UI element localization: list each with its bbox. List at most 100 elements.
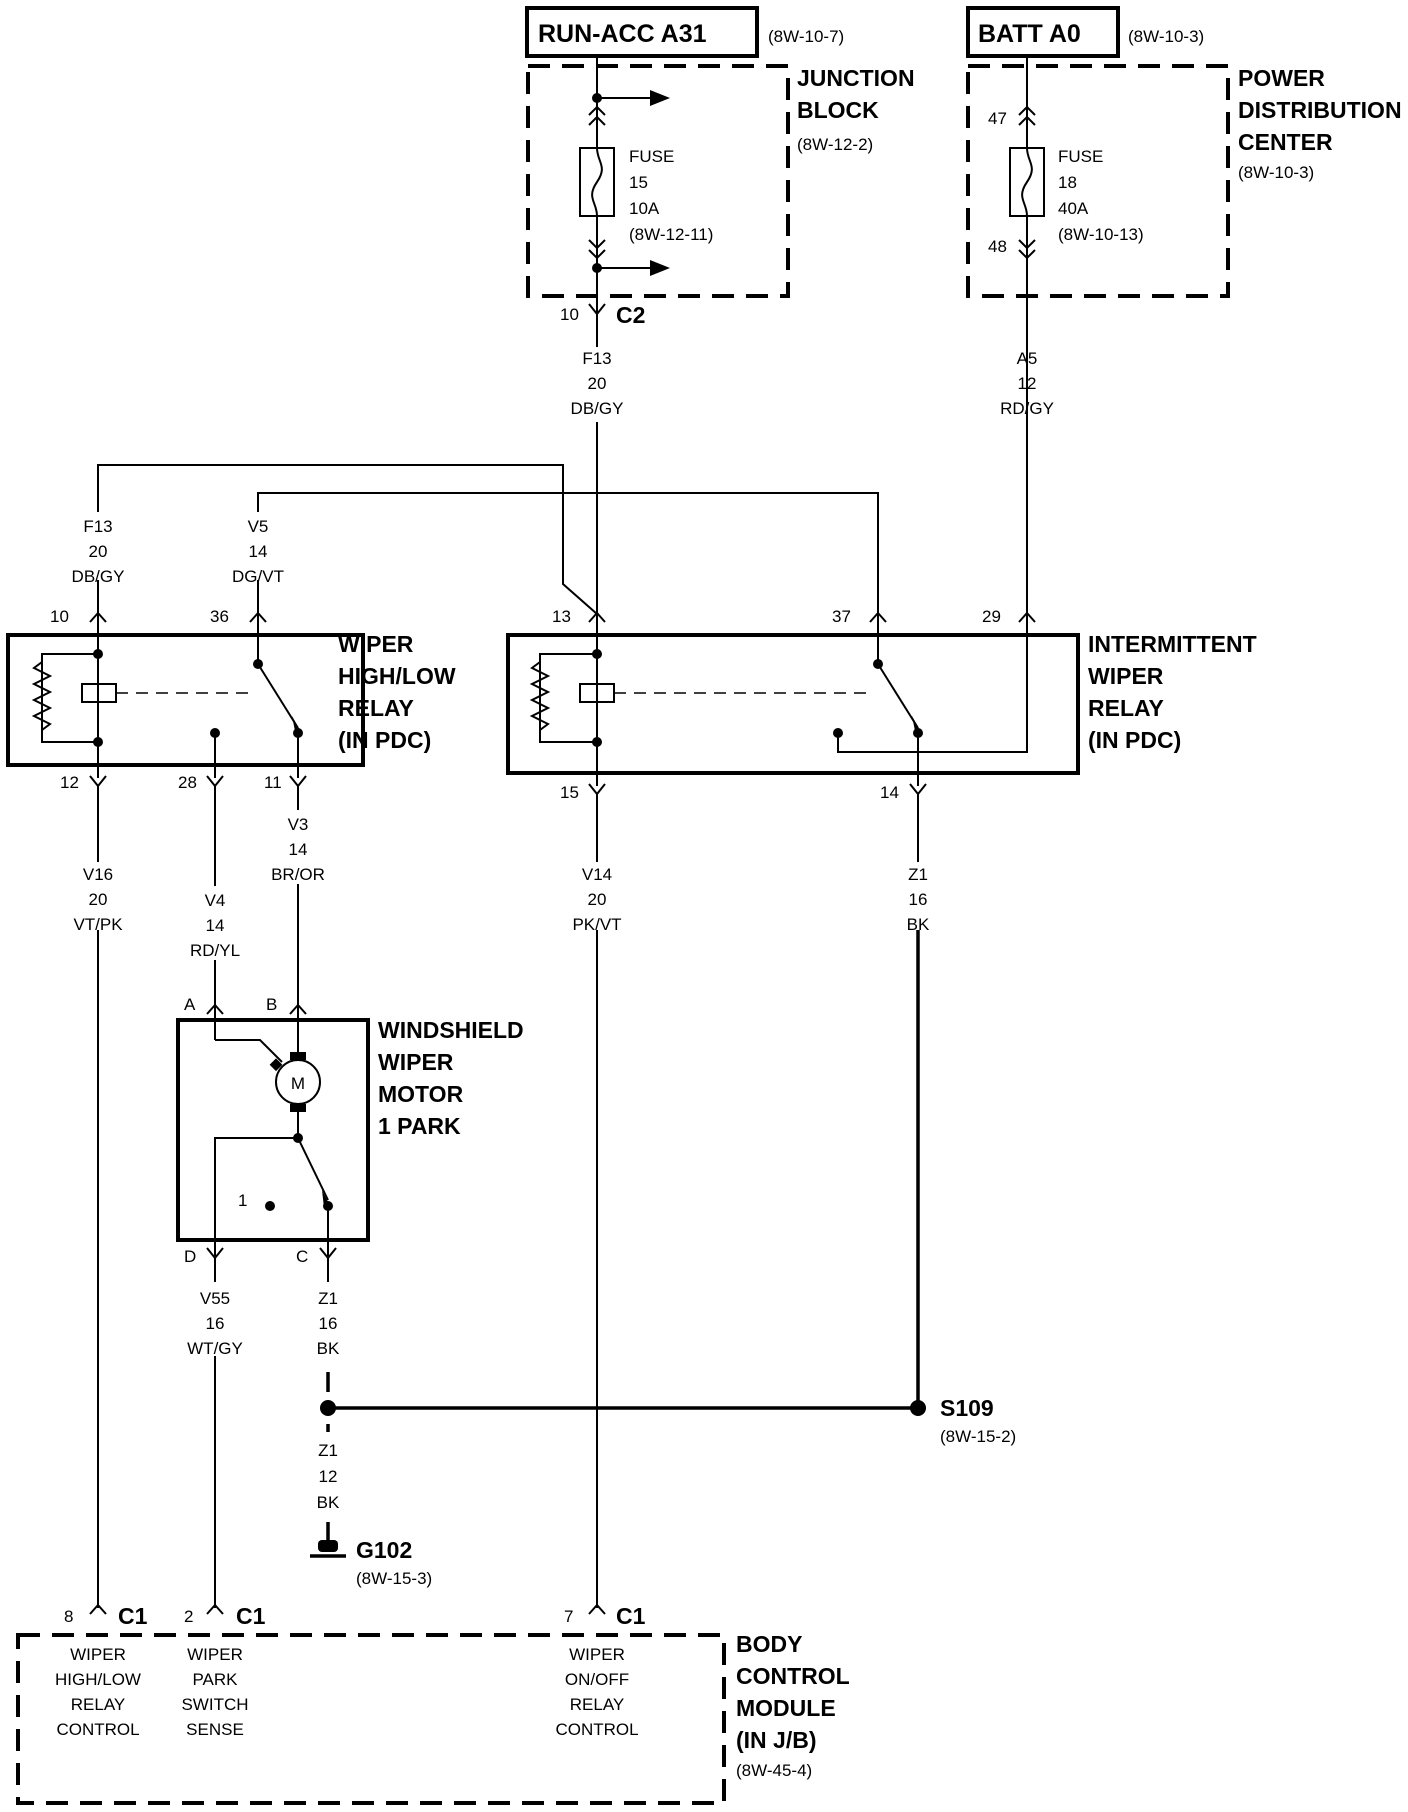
int-relay-title-4: (IN PDC) (1088, 727, 1181, 753)
fuse18-label: FUSE (1058, 147, 1103, 166)
fuse15-connector-bottom-icon (588, 239, 606, 260)
bcm-title-1: BODY (736, 1631, 802, 1657)
int-relay-title-1: INTERMITTENT (1088, 631, 1257, 657)
motor-park-1-node (265, 1201, 275, 1211)
int-relay-title-3: RELAY (1088, 695, 1164, 721)
wire-a5-color: RD/GY (1000, 399, 1054, 418)
bcm-pin8-desc-1: WIPER (70, 1645, 126, 1664)
batt-ref: (8W-10-3) (1128, 27, 1204, 46)
bcm-pin2: 2 (184, 1607, 193, 1626)
hl-pin10: 10 (50, 607, 69, 626)
wire-z1-motor-circuit: Z1 (318, 1289, 338, 1308)
junction-block-title-2: BLOCK (797, 97, 879, 123)
wire-v3-color: BR/OR (271, 865, 325, 884)
wire-f13-main-gauge: 20 (588, 374, 607, 393)
motor-brush-top-icon (290, 1052, 306, 1060)
bcm-pin7-connector-icon (588, 1603, 606, 1615)
motor-brush-bottom-icon (290, 1104, 306, 1112)
junction-block-title-1: JUNCTION (797, 65, 915, 91)
wire-v14-gauge: 20 (588, 890, 607, 909)
bcm-pin2-desc-4: SENSE (186, 1720, 244, 1739)
int-pin13: 13 (552, 607, 571, 626)
wire-v5-line (257, 492, 879, 620)
pdc-pin-out: 48 (988, 237, 1007, 256)
intermittent-relay-box (506, 633, 1080, 775)
pdc-pin-in: 47 (988, 109, 1007, 128)
fuse18-rating: 40A (1058, 199, 1089, 218)
batt-label: BATT A0 (978, 20, 1081, 48)
wire-v3-circuit: V3 (288, 815, 309, 834)
pdc-title-2: DISTRIBUTION (1238, 97, 1402, 123)
wire-z1-relay-circuit: Z1 (908, 865, 928, 884)
int-pin13-connector-icon (588, 611, 606, 623)
wire-z1-ground-gauge: 12 (319, 1467, 338, 1486)
wire-f13-main-color: DB/GY (571, 399, 624, 418)
bcm-outline (16, 1633, 726, 1805)
ground-label: G102 (356, 1537, 412, 1563)
motor-pin-d: D (184, 1247, 196, 1266)
bcm-pin7-desc-3: RELAY (570, 1695, 625, 1714)
wire-a5-circuit: A5 (1017, 349, 1038, 368)
wire-f13-branch-circuit: F13 (83, 517, 112, 536)
fuse15-rating: 10A (629, 199, 660, 218)
wire-z1-motor-color: BK (317, 1339, 340, 1358)
wire-v16-circuit: V16 (83, 865, 113, 884)
pdc-ref: (8W-10-3) (1238, 163, 1314, 182)
ground-icon (318, 1540, 338, 1552)
motor-park-label: 1 (238, 1191, 247, 1210)
wiper-hl-relay-box (6, 633, 365, 767)
bcm-pin8-desc-4: CONTROL (56, 1720, 139, 1739)
int-pin37-connector-icon (869, 611, 887, 623)
fuse18-ref: (8W-10-13) (1058, 225, 1144, 244)
bcm-pin8-desc-3: RELAY (71, 1695, 126, 1714)
wire-f13-branch-color: DB/GY (72, 567, 125, 586)
int-b-plus-loop (837, 620, 1028, 753)
wiper-motor-box (176, 1018, 370, 1242)
wire-v55-circuit: V55 (200, 1289, 230, 1308)
wire-z1-relay-gauge: 16 (909, 890, 928, 909)
wire-v3-gauge: 14 (289, 840, 308, 859)
wire-z1-ground-color: BK (317, 1493, 340, 1512)
bcm-pin2-connector-icon (206, 1603, 224, 1615)
wire-v14-color: PK/VT (572, 915, 621, 934)
run-acc-label: RUN-ACC A31 (538, 20, 707, 48)
hl-pin36: 36 (210, 607, 229, 626)
int-pin14: 14 (880, 783, 899, 802)
motor-title-2: WIPER (378, 1049, 454, 1075)
int-pin37: 37 (832, 607, 851, 626)
bcm-pin8-connector: C1 (118, 1603, 148, 1629)
c2-name: C2 (616, 302, 645, 328)
wire-z1-ground-circuit: Z1 (318, 1441, 338, 1460)
wire-v14-circuit: V14 (582, 865, 612, 884)
bcm-pin7-connector: C1 (616, 1603, 646, 1629)
hl-relay-title-4: (IN PDC) (338, 727, 431, 753)
pdc-title-3: CENTER (1238, 129, 1333, 155)
hl-resistor-icon (31, 661, 53, 731)
hl-pin36-connector-icon (249, 611, 267, 623)
bcm-title-3: MODULE (736, 1695, 836, 1721)
hl-relay-title-1: WIPER (338, 631, 414, 657)
bcm-pin7-desc-2: ON/OFF (565, 1670, 629, 1689)
fuse15-label: FUSE (629, 147, 674, 166)
motor-pin-a: A (184, 995, 196, 1014)
ground-ref: (8W-15-3) (356, 1569, 432, 1588)
int-pin29-connector-icon (1018, 611, 1036, 623)
bcm-pin8-desc-2: HIGH/LOW (55, 1670, 141, 1689)
motor-a-brush-lead (215, 1039, 283, 1063)
splice-label: S109 (940, 1395, 994, 1421)
fuse18-number: 18 (1058, 173, 1077, 192)
bcm-ref: (8W-45-4) (736, 1761, 812, 1780)
run-acc-source-box (525, 6, 759, 58)
motor-symbol: M (291, 1074, 305, 1093)
bcm-pin2-desc-3: SWITCH (181, 1695, 248, 1714)
junction-block-outline (526, 64, 790, 298)
hl-switch-arm (257, 663, 299, 729)
hl-pin10-connector-icon (89, 611, 107, 623)
wire-v16-gauge: 20 (89, 890, 108, 909)
motor-d-lead (214, 1137, 298, 1256)
wire-v5-circuit: V5 (248, 517, 269, 536)
hl-relay-title-3: RELAY (338, 695, 414, 721)
bcm-pin2-desc-1: WIPER (187, 1645, 243, 1664)
fuse18-element-icon (1021, 147, 1033, 217)
bcm-pin8-connector-icon (89, 1603, 107, 1615)
